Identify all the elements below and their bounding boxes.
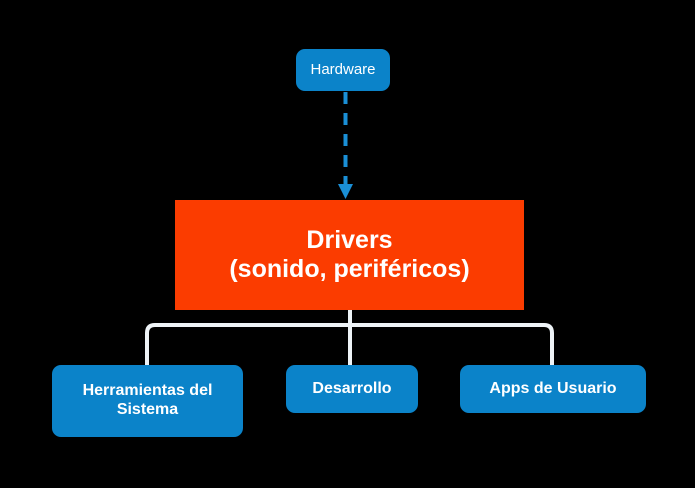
node-herramientas-del-sistema-label: Herramientas del Sistema xyxy=(82,382,213,418)
node-desarrollo-label: Desarrollo xyxy=(312,379,392,397)
edge-drivers-to-herramientas xyxy=(145,323,350,365)
node-apps-de-usuario-label: Apps de Usuario xyxy=(489,379,617,397)
arrowhead-down-icon xyxy=(338,184,353,199)
node-apps-de-usuario[interactable]: Apps de Usuario xyxy=(460,365,646,413)
node-herramientas-del-sistema[interactable]: Herramientas del Sistema xyxy=(52,365,243,437)
node-desarrollo[interactable]: Desarrollo xyxy=(286,365,418,413)
node-drivers-label: Drivers (sonido, periféricos) xyxy=(229,225,470,284)
node-drivers[interactable]: Drivers (sonido, periféricos) xyxy=(175,200,524,310)
node-hardware[interactable]: Hardware xyxy=(296,49,390,91)
edge-drivers-to-apps xyxy=(350,323,554,365)
node-hardware-label: Hardware xyxy=(310,61,376,79)
